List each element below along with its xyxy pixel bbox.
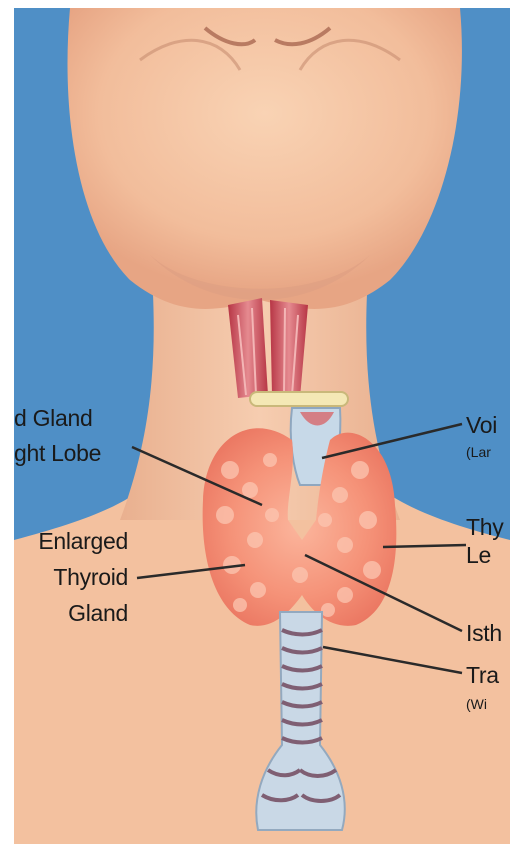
label-voice-box-sub: (Lar <box>466 444 491 460</box>
label-trachea-sub: (Wi <box>466 696 487 712</box>
hyoid-bone <box>250 392 348 406</box>
label-enlarged-line3: Gland <box>14 600 128 626</box>
head <box>68 8 462 309</box>
label-enlarged-line2: Thyroid <box>14 564 128 590</box>
label-trachea: Tra <box>466 662 499 688</box>
label-voice-box-group: Voi (Lar <box>466 404 510 464</box>
label-enlarged-line1: Enlarged <box>14 528 128 554</box>
label-isthmus-group: Isth <box>466 616 510 650</box>
label-left-lobe-line1: Thy <box>466 514 503 540</box>
label-isthmus: Isth <box>466 620 502 646</box>
label-voice-box: Voi <box>466 412 497 438</box>
label-trachea-group: Tra (Wi <box>466 660 510 722</box>
label-right-lobe-line1: d Gland <box>14 405 92 431</box>
label-left-lobe-group: Thy Le <box>466 512 510 572</box>
label-left-lobe-line2: Le <box>466 542 491 568</box>
label-right-lobe-line2: ght Lobe <box>14 440 101 466</box>
